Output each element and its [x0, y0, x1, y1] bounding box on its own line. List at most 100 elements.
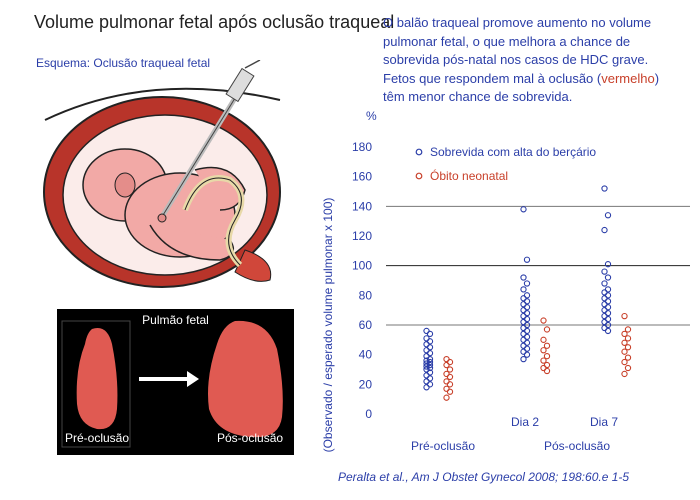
survivor-point — [604, 315, 612, 323]
survivor-point — [423, 335, 430, 342]
death-point — [543, 361, 551, 369]
death-point — [443, 378, 450, 385]
y-tick-label: 160 — [352, 170, 372, 184]
lung-volume-chart: % (Observado / esperado volume pulmonar … — [321, 109, 690, 453]
y-tick-label: 140 — [352, 199, 372, 213]
survivor-point — [523, 304, 531, 311]
survivor-point — [426, 381, 434, 388]
description-text: O balão traqueal promove aumento no volu… — [383, 14, 683, 107]
death-point — [446, 358, 454, 366]
x-tick-label: Dia 7 — [590, 415, 618, 429]
survivor-point — [423, 357, 430, 364]
reference-lines — [386, 205, 690, 326]
x-tick-labels: Dia 2 Dia 7 Pré-oclusão Pós-oclusão — [411, 415, 618, 453]
survivor-point — [601, 289, 608, 296]
survivor-point — [604, 298, 612, 305]
survivor-point — [604, 261, 612, 268]
death-point — [543, 367, 551, 375]
description-red-word: vermelho — [601, 70, 655, 86]
death-point — [446, 381, 454, 388]
survivor-point — [523, 345, 531, 352]
survivor-point — [520, 342, 527, 349]
death-point — [540, 364, 547, 372]
death-point — [621, 312, 628, 320]
death-point — [443, 361, 450, 369]
lung-post-occlusion — [208, 320, 283, 438]
fetoscope — [157, 60, 261, 223]
survivor-point — [523, 292, 531, 299]
survivor-point — [423, 360, 430, 367]
survivor-point — [520, 324, 527, 332]
survivor-point — [520, 355, 527, 363]
death-point — [624, 335, 632, 342]
survivor-point — [426, 338, 434, 345]
death-point — [446, 366, 454, 373]
y-tick-label: 80 — [359, 288, 373, 302]
survivor-point — [601, 185, 608, 192]
group-label: Pré-oclusão — [411, 439, 475, 453]
survivor-point — [601, 280, 608, 287]
group-label: Pós-oclusão — [544, 439, 610, 453]
death-point — [443, 394, 450, 401]
survivor-point — [523, 298, 531, 305]
y-tick-label: 120 — [352, 229, 372, 243]
fetal-lung-panel: Pulmão fetal Pré-oclusão Pós-oclusão — [57, 309, 294, 455]
legend-label: Óbito neonatal — [430, 168, 508, 183]
legend-marker — [415, 172, 423, 180]
survivor-point — [520, 274, 527, 281]
death-point — [443, 355, 450, 363]
survivor-point — [523, 339, 531, 346]
lung-pre-occlusion — [76, 328, 118, 430]
survivor-point — [604, 286, 612, 293]
arrow-right — [139, 371, 199, 387]
x-tick-label: Dia 2 — [511, 415, 539, 429]
death-point — [540, 347, 547, 354]
survivor-point — [520, 348, 527, 355]
death-point — [443, 370, 450, 378]
survivor-point — [423, 347, 430, 354]
death-point — [621, 339, 628, 346]
lung-illustration — [61, 320, 283, 448]
survivor-point — [426, 330, 434, 338]
survivor-point — [423, 378, 430, 385]
legend-label: Sobrevida com alta do berçário — [430, 145, 596, 159]
survivor-point — [523, 327, 531, 335]
lung-pre-label: Pré-oclusão — [65, 431, 130, 445]
survivor-point — [601, 312, 608, 320]
survivor-point — [426, 350, 434, 357]
lung-panel-title: Pulmão fetal — [142, 313, 209, 327]
survivor-point — [426, 355, 434, 363]
illustration-caption: Esquema: Oclusão traqueal fetal — [36, 56, 211, 70]
slide-title: Volume pulmonar fetal após oclusão traqu… — [34, 12, 395, 32]
survivor-point — [604, 304, 612, 311]
survivor-point — [604, 292, 612, 299]
y-unit-label: % — [366, 109, 377, 123]
death-point — [446, 373, 454, 381]
y-tick-label: 100 — [352, 259, 372, 273]
placenta — [234, 249, 272, 282]
fetal-occlusion-illustration — [43, 60, 281, 288]
survivor-point — [426, 344, 434, 351]
death-point — [543, 326, 551, 333]
y-tick-label: 0 — [365, 407, 372, 421]
survivor-point — [520, 286, 527, 293]
survivor-point — [601, 295, 608, 302]
y-tick-label: 40 — [359, 348, 373, 362]
death-point — [443, 385, 450, 392]
survivor-point — [426, 375, 434, 382]
legend-marker — [415, 148, 423, 156]
survivor-point — [523, 309, 531, 317]
survivor-point — [601, 324, 608, 332]
death-point — [540, 357, 547, 364]
death-point — [621, 370, 628, 378]
y-tick-label: 60 — [359, 318, 373, 332]
survivor-point — [423, 384, 430, 391]
survivor-point — [520, 336, 527, 343]
survivor-point — [520, 330, 527, 338]
survivor-point — [423, 327, 430, 335]
survivor-point — [601, 268, 608, 275]
citation: Peralta et al., Am J Obstet Gynecol 2008… — [338, 470, 630, 484]
